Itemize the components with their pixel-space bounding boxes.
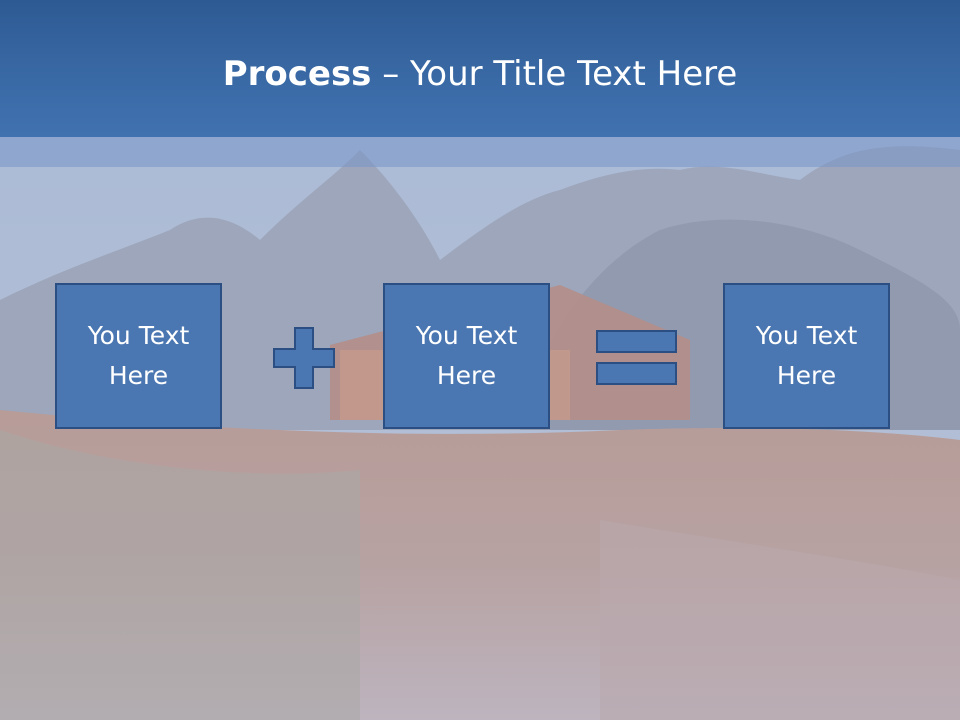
process-step-1-label: You Text Here	[87, 321, 190, 390]
process-step-2-label: You Text Here	[415, 321, 518, 390]
process-step-3-label: You Text Here	[755, 321, 858, 390]
slide-title: Process – Your Title Text Here	[0, 52, 960, 96]
title-accent-strip	[0, 137, 960, 167]
process-step-3[interactable]: You Text Here	[723, 283, 890, 429]
plus-icon	[273, 327, 335, 389]
equals-icon	[596, 330, 678, 386]
process-step-2[interactable]: You Text Here	[383, 283, 550, 429]
title-rest: – Your Title Text Here	[371, 54, 738, 94]
title-bar	[0, 0, 960, 137]
title-bold: Process	[222, 54, 372, 94]
process-step-1[interactable]: You Text Here	[55, 283, 222, 429]
